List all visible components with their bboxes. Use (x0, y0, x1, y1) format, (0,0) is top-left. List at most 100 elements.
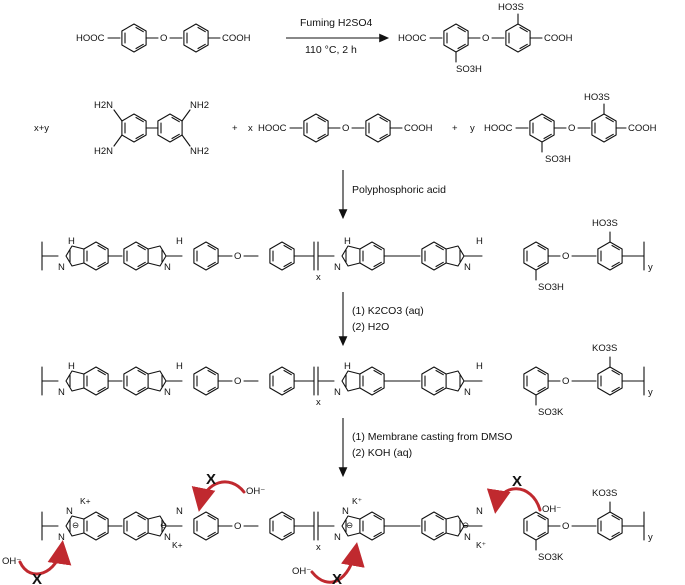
cooh-label: COOH (404, 123, 433, 134)
nh-label: H (344, 236, 351, 247)
nh-label: H (176, 361, 183, 372)
step1-line2: 110 °C, 2 h (305, 44, 357, 56)
subscript-y: y (648, 262, 653, 273)
so3h-label: SO3H (456, 64, 482, 75)
ho3s-label: HO3S (498, 2, 524, 13)
nh2-label-bottom: NH2 (190, 146, 209, 157)
n-label: N (334, 262, 341, 273)
ether-oxygen: O (568, 123, 575, 134)
so3k-label: SO3K (538, 407, 564, 418)
n-label: N (342, 506, 349, 517)
anion-charge: ⊖ (346, 520, 353, 530)
ether-oxygen: O (234, 521, 241, 532)
attack-arrow-2 (191, 480, 246, 512)
attack-arrow-4 (486, 487, 542, 514)
hooc-label: HOOC (76, 33, 105, 44)
so3k-label: SO3K (538, 552, 564, 563)
plus-1: + (232, 123, 238, 134)
n-label: N (164, 262, 171, 273)
ho3s-label: HO3S (592, 218, 618, 229)
hooc-label: HOOC (398, 33, 427, 44)
step1-line1: Fuming H2SO4 (300, 17, 373, 29)
nh-label: H (68, 236, 75, 247)
coef-y: y (470, 123, 475, 134)
cooh-label: COOH (222, 33, 251, 44)
blocked-mark-3: X (332, 571, 342, 585)
n-label: N (464, 387, 471, 398)
plus-2: + (452, 123, 458, 134)
ether-oxygen: O (160, 33, 167, 44)
h2n-label-top: H2N (94, 100, 113, 111)
hooc-label: HOOC (484, 123, 513, 134)
cooh-label: COOH (544, 33, 573, 44)
row-polymer-potassium: H N H N O x H N H N O y SO3K KO3S (41, 343, 653, 418)
n-label: N (476, 506, 483, 517)
n-label: N (66, 506, 73, 517)
step2-line1: Polyphosphoric acid (352, 184, 446, 196)
step4-line2: (2) KOH (aq) (352, 447, 412, 459)
k-plus-label: K+ (172, 540, 183, 550)
subscript-y: y (648, 387, 653, 398)
coef-xy: x+y (34, 123, 49, 134)
n-label: N (464, 532, 471, 543)
ko3s-label: KO3S (592, 343, 617, 354)
blocked-mark-4: X (512, 473, 522, 490)
nh2-label-top: NH2 (190, 100, 209, 111)
ether-oxygen: O (482, 33, 489, 44)
hydroxide-label: OH⁻ (2, 556, 21, 567)
n-label: N (164, 532, 171, 543)
k-plus-label: K⁺ (476, 540, 487, 550)
so3h-label: SO3H (538, 282, 564, 293)
attack-arrow-3 (310, 542, 365, 584)
ether-oxygen: O (234, 251, 241, 262)
nh-label: H (476, 361, 483, 372)
nh-label: H (476, 236, 483, 247)
h2n-label-bottom: H2N (94, 146, 113, 157)
hydroxide-label: OH⁻ (542, 504, 561, 515)
ether-oxygen: O (562, 251, 569, 262)
row-monomers: x+y H2N H2N NH2 NH2 + x HOOC O COOH + y … (34, 92, 657, 165)
nh-label: H (68, 361, 75, 372)
n-label: N (58, 262, 65, 273)
cooh-label: COOH (628, 123, 657, 134)
subscript-x: x (316, 272, 321, 283)
attack-arrow-1 (18, 540, 72, 576)
blocked-mark-1: X (32, 571, 42, 585)
nh-label: H (344, 361, 351, 372)
subscript-x: x (316, 397, 321, 408)
step3-line2: (2) H2O (352, 321, 389, 333)
k-plus-label: K⁺ (352, 496, 363, 506)
anion-charge: ⊖ (160, 520, 167, 530)
hydroxide-label: OH⁻ (246, 486, 265, 497)
row-sulfonation: HOOC O COOH Fuming H2SO4 110 °C, 2 h HOO… (76, 2, 573, 75)
ether-oxygen: O (562, 521, 569, 532)
hooc-label: HOOC (258, 123, 287, 134)
so3h-label: SO3H (545, 154, 571, 165)
hydroxide-label: OH⁻ (292, 566, 311, 577)
n-label: N (464, 262, 471, 273)
ho3s-label: HO3S (584, 92, 610, 103)
blocked-mark-2: X (206, 471, 216, 488)
n-label: N (176, 506, 183, 517)
ether-oxygen: O (234, 376, 241, 387)
subscript-y: y (648, 532, 653, 543)
ether-oxygen: O (562, 376, 569, 387)
n-label: N (334, 387, 341, 398)
step4-line1: (1) Membrane casting from DMSO (352, 431, 512, 443)
step3-line1: (1) K2CO3 (aq) (352, 305, 424, 317)
ether-oxygen: O (342, 123, 349, 134)
n-label: N (58, 387, 65, 398)
n-label: N (334, 532, 341, 543)
k-plus-label: K+ (80, 496, 91, 506)
nh-label: H (176, 236, 183, 247)
subscript-x: x (316, 542, 321, 553)
row-polymer-anion: N N K+ ⊖ N N ⊖ K+ O x N N K⁺ ⊖ N N ⊖ K⁺ … (2, 471, 653, 585)
anion-charge: ⊖ (72, 520, 79, 530)
coef-x: x (248, 123, 253, 134)
n-label: N (164, 387, 171, 398)
ko3s-label: KO3S (592, 488, 617, 499)
anion-charge: ⊖ (462, 520, 469, 530)
n-label: N (58, 532, 65, 543)
row-polymer-acid: H N H N O x H N H N O y SO3H HO3S (41, 218, 653, 293)
